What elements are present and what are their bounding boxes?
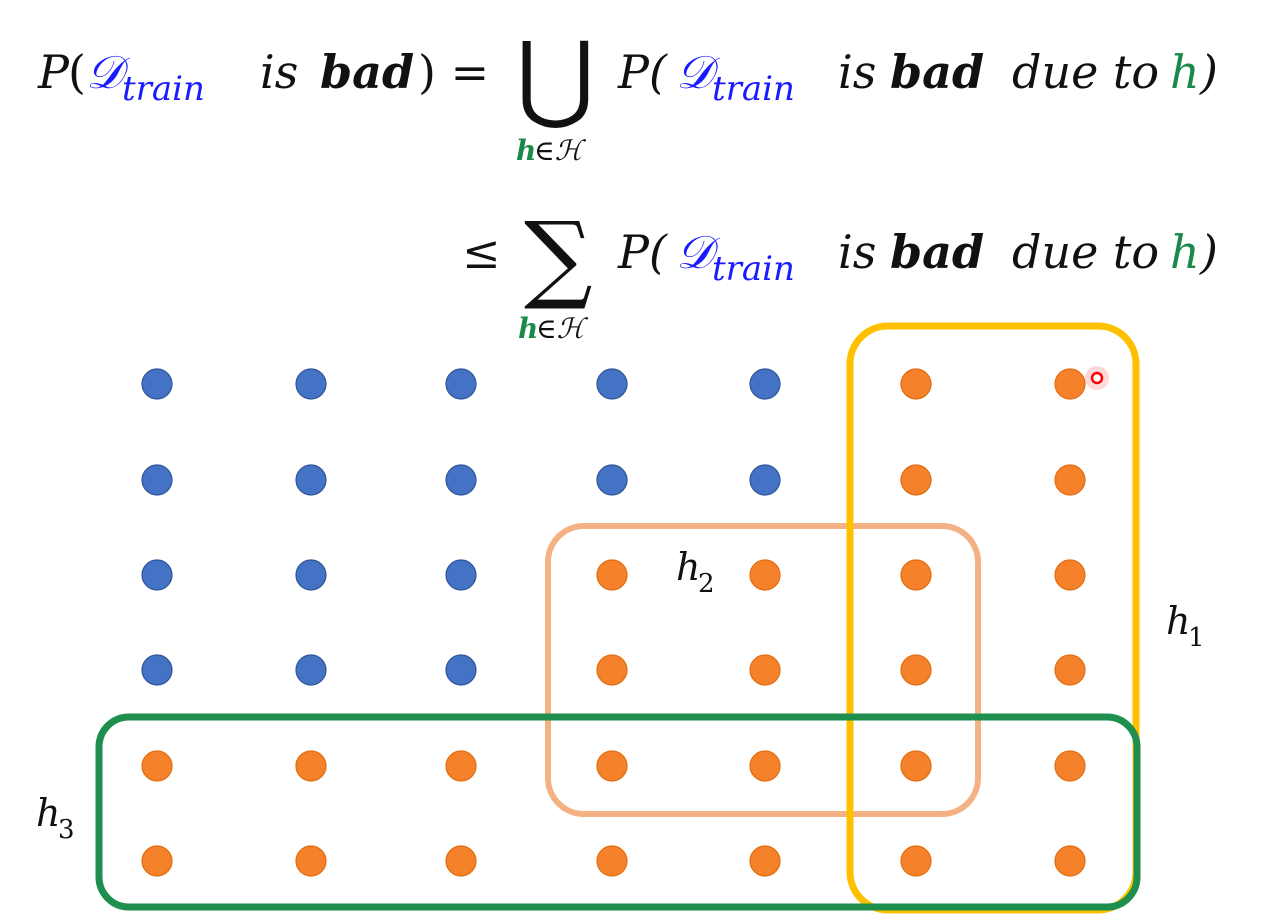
bad-data-point (1054, 559, 1086, 591)
eq1-rhs-close: ) (1199, 45, 1218, 99)
equation-line-1: P ( 𝒟 train is bad ) = ⋃ h ∈ℋ P( 𝒟 train… (37, 21, 1218, 167)
eq2-rhs-close: ) (1199, 225, 1218, 279)
bad-data-point (900, 464, 932, 496)
eq1-rhs-P: P( (617, 45, 668, 99)
good-data-point (141, 654, 173, 686)
label-h1-sub: 1 (1188, 623, 1205, 653)
good-data-point (445, 559, 477, 591)
bad-data-point (445, 750, 477, 782)
bad-data-point (295, 845, 327, 877)
bad-data-point (1054, 750, 1086, 782)
good-data-point (445, 464, 477, 496)
bad-data-point (900, 845, 932, 877)
eq1-open: ( (68, 45, 86, 99)
region-h1 (846, 322, 1140, 914)
label-h3-sub: 3 (58, 815, 75, 845)
bad-data-point (900, 559, 932, 591)
good-data-point (596, 464, 628, 496)
good-data-point (141, 368, 173, 400)
label-h1-name: h (1166, 599, 1190, 643)
bad-data-point (1054, 654, 1086, 686)
eq1-bad: bad (320, 45, 414, 99)
label-h3-name: h (36, 791, 60, 835)
good-data-point (295, 559, 327, 591)
bad-data-point (141, 750, 173, 782)
bad-data-point (749, 559, 781, 591)
label-h2: h 2 (676, 545, 715, 599)
region-h3 (95, 713, 1141, 911)
sum-sub-set: ∈ℋ (536, 312, 589, 345)
good-data-point (295, 464, 327, 496)
label-h2-name: h (676, 545, 700, 589)
eq2-rhs-P: P( (617, 225, 668, 279)
bad-data-point (596, 750, 628, 782)
good-data-point (596, 368, 628, 400)
bad-data-point (141, 845, 173, 877)
union-sub-h: h (516, 134, 536, 167)
good-data-point (445, 654, 477, 686)
bad-data-point (445, 845, 477, 877)
region-h2 (545, 523, 981, 817)
bad-data-point (900, 654, 932, 686)
bad-data-point (1054, 368, 1086, 400)
good-data-point (295, 368, 327, 400)
leq-sign: ≤ (462, 225, 501, 279)
eq2-rhs-h: h (1170, 225, 1200, 279)
label-h1: h 1 (1166, 599, 1205, 653)
good-data-point (445, 368, 477, 400)
good-data-point (295, 654, 327, 686)
bad-data-point (596, 654, 628, 686)
sum-sub-h: h (518, 312, 538, 345)
good-data-point (749, 464, 781, 496)
bad-data-point (1054, 845, 1086, 877)
eq1-P: P (37, 45, 70, 99)
bad-data-point (596, 845, 628, 877)
bad-data-point (749, 750, 781, 782)
bad-data-point (295, 750, 327, 782)
good-data-point (749, 368, 781, 400)
eq1-rhs-sub: train (712, 69, 795, 109)
eq1-rhs-is: is (838, 45, 876, 99)
eq1-close-eq: ) = (418, 45, 489, 99)
eq1-rhs-h: h (1170, 45, 1200, 99)
good-data-point (141, 464, 173, 496)
equation-line-2: ≤ ∑ h ∈ℋ P( 𝒟 train is bad due to h ) (462, 201, 1218, 345)
union-sub-set: ∈ℋ (534, 134, 587, 167)
eq1-rhs-bad: bad (890, 45, 984, 99)
bad-data-point (749, 845, 781, 877)
eq2-rhs-sub: train (712, 249, 795, 289)
eq1-sub: train (122, 69, 205, 109)
bad-data-point (900, 368, 932, 400)
bad-data-point (1054, 464, 1086, 496)
pointer-cursor (1085, 366, 1109, 390)
label-h3: h 3 (36, 791, 75, 845)
bad-data-point (596, 559, 628, 591)
eq1-rhs-due: due to (1012, 45, 1159, 99)
eq1-is: is (260, 45, 298, 99)
union-operator: ⋃ (516, 21, 595, 133)
bad-data-point (749, 654, 781, 686)
hypothesis-regions (95, 322, 1141, 914)
eq2-rhs-due: due to (1012, 225, 1159, 279)
good-data-point (141, 559, 173, 591)
dataset-grid (141, 368, 1086, 877)
sum-operator: ∑ (524, 201, 593, 313)
eq2-rhs-is: is (838, 225, 876, 279)
bad-data-point (900, 750, 932, 782)
label-h2-sub: 2 (698, 569, 715, 599)
eq2-rhs-bad: bad (890, 225, 984, 279)
